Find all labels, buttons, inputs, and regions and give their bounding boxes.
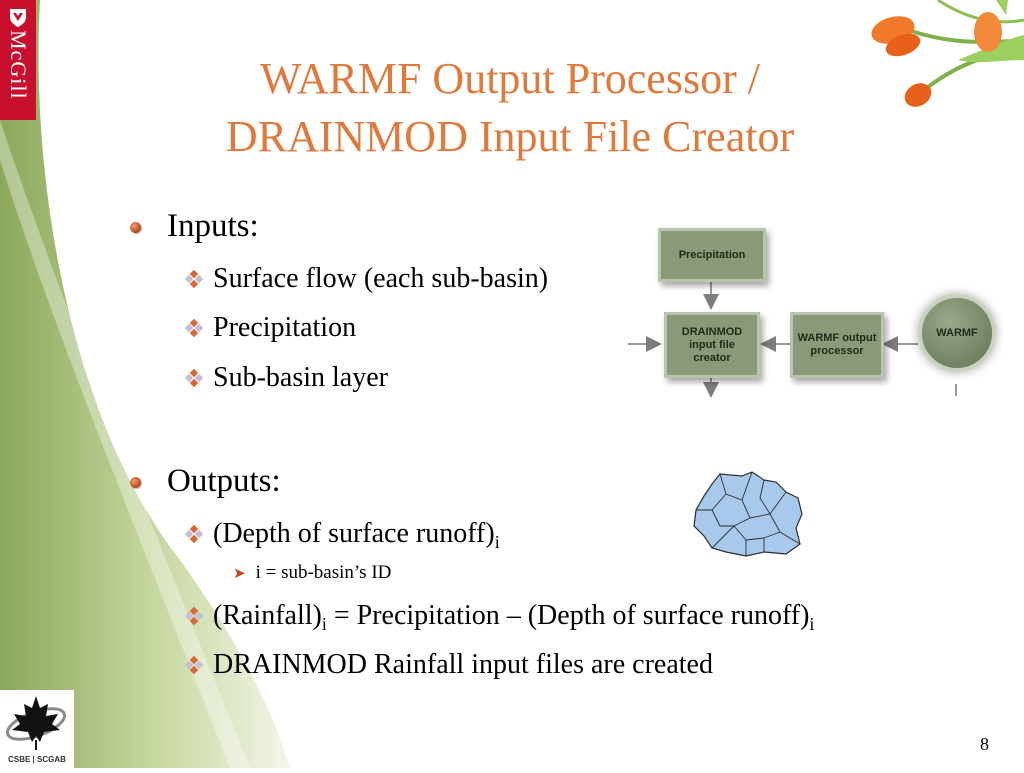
warmf-circle: WARMF xyxy=(918,294,996,372)
sub-basin-map xyxy=(693,471,803,557)
maple-leaf-icon: CSBE | SCGAB xyxy=(6,696,66,764)
list-item: (Rainfall)i = Precipitation – (Depth of … xyxy=(185,600,814,633)
diamond-bullet-icon xyxy=(185,369,203,387)
mcgill-logo-text: McGill xyxy=(6,30,31,100)
list-item: ➤ i = sub-basin’s ID xyxy=(233,562,392,583)
diamond-bullet-icon xyxy=(185,656,203,674)
flow-arrows xyxy=(628,280,957,398)
list-item: Surface flow (each sub-basin) xyxy=(185,263,548,295)
title-line-1: WARMF Output Processor / xyxy=(260,54,760,103)
round-bullet-icon xyxy=(130,222,141,233)
outputs-heading: Outputs: xyxy=(130,463,281,500)
round-bullet-icon xyxy=(130,477,141,488)
list-item: Precipitation xyxy=(185,312,356,344)
csbe-logo-text: CSBE | SCGAB xyxy=(8,755,66,764)
list-item: DRAINMOD Rainfall input files are create… xyxy=(185,649,713,681)
inputs-heading: Inputs: xyxy=(130,208,259,245)
tulips-decoration xyxy=(871,0,1024,107)
page-number: 8 xyxy=(980,734,989,754)
title-line-2: DRAINMOD Input File Creator xyxy=(225,112,795,161)
arrow-bullet-icon: ➤ xyxy=(233,564,246,582)
list-item: Sub-basin layer xyxy=(185,362,388,394)
precipitation-box: Precipitation xyxy=(658,228,766,282)
list-item: (Depth of surface runoff)i xyxy=(185,518,500,551)
drainmod-creator-box: DRAINMOD input file creator xyxy=(664,312,760,378)
mcgill-logo: McGill xyxy=(0,0,36,120)
diamond-bullet-icon xyxy=(185,319,203,337)
flow-diagram: Precipitation DRAINMOD input file creato… xyxy=(628,220,1024,398)
warmf-output-processor-box: WARMF output processor xyxy=(790,312,884,378)
diamond-bullet-icon xyxy=(185,525,203,543)
diamond-bullet-icon xyxy=(185,270,203,288)
mcgill-crest-icon xyxy=(10,9,26,27)
csbe-logo: CSBE | SCGAB xyxy=(0,690,74,768)
diamond-bullet-icon xyxy=(185,607,203,625)
slide-title: WARMF Output Processor / DRAINMOD Input … xyxy=(110,50,910,166)
